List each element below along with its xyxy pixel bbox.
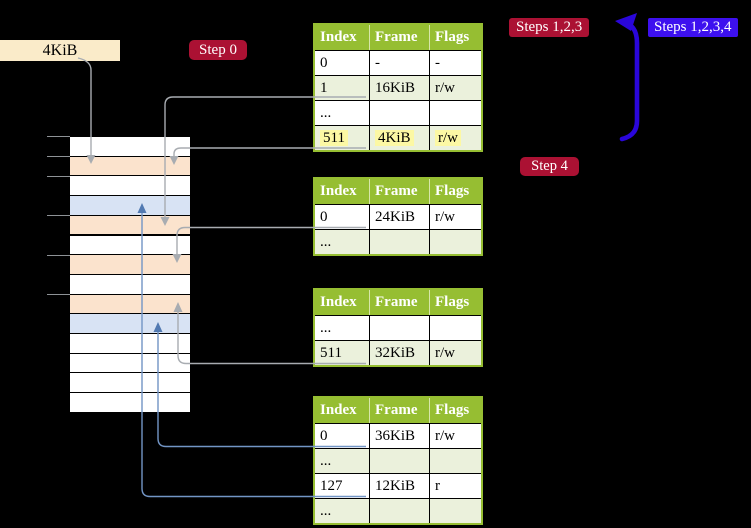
memory-frame-row bbox=[70, 196, 190, 215]
table-cell bbox=[369, 448, 429, 473]
table-cell bbox=[429, 229, 481, 254]
table-cell bbox=[369, 100, 429, 125]
memory-frame-row bbox=[70, 156, 190, 176]
column-header: Index bbox=[315, 290, 369, 315]
column-header: Index bbox=[315, 179, 369, 204]
table-cell: r bbox=[429, 473, 481, 498]
column-header: Flags bbox=[429, 25, 481, 50]
table-cell: 12KiB bbox=[369, 473, 429, 498]
memory-frame-row bbox=[70, 235, 190, 255]
table-cell: 0 bbox=[315, 423, 369, 448]
memory-tick bbox=[47, 156, 70, 157]
column-header: Frame bbox=[369, 290, 429, 315]
column-header: Index bbox=[315, 398, 369, 423]
table-cell: 36KiB bbox=[369, 423, 429, 448]
steps123-badge: Steps 1,2,3 bbox=[509, 18, 590, 37]
table-cell: - bbox=[429, 50, 481, 75]
table-cell bbox=[429, 498, 481, 523]
table-cell: 24KiB bbox=[369, 204, 429, 229]
step0-badge: Step 0 bbox=[189, 40, 247, 60]
table-cell: 0 bbox=[315, 50, 369, 75]
table-cell bbox=[369, 315, 429, 340]
table-cell: ... bbox=[315, 315, 369, 340]
memory-frame-row bbox=[70, 176, 190, 196]
table-cell-highlighted: 4KiB bbox=[369, 125, 429, 150]
memory-frame-row bbox=[70, 215, 190, 235]
column-header: Frame bbox=[369, 179, 429, 204]
memory-frame-row bbox=[70, 255, 190, 274]
step4-badge: Step 4 bbox=[520, 157, 579, 176]
table-cell bbox=[429, 315, 481, 340]
table-cell: ... bbox=[315, 448, 369, 473]
table-cell: - bbox=[369, 50, 429, 75]
memory-frame-row bbox=[70, 274, 190, 294]
page-table-top: Index Frame Flags 0 - - 1 16KiB r/w ... … bbox=[313, 23, 483, 152]
memory-frame-row bbox=[70, 353, 190, 373]
table-cell: r/w bbox=[429, 75, 481, 100]
memory-frame-row bbox=[70, 294, 190, 314]
column-header: Index bbox=[315, 25, 369, 50]
steps1234-badge: Steps 1,2,3,4 bbox=[648, 18, 738, 37]
table-cell: ... bbox=[315, 100, 369, 125]
memory-tick bbox=[47, 136, 70, 137]
table-cell: ... bbox=[315, 229, 369, 254]
table-cell: 127 bbox=[315, 473, 369, 498]
column-header: Flags bbox=[429, 290, 481, 315]
page-table-bottom: Index Frame Flags 0 36KiB r/w ... 127 12… bbox=[313, 396, 483, 525]
memory-tick bbox=[47, 215, 70, 216]
table-cell-highlighted: r/w bbox=[429, 125, 481, 150]
column-header: Flags bbox=[429, 179, 481, 204]
arrowhead-left-icon bbox=[615, 13, 637, 31]
memory-frame-row bbox=[70, 137, 190, 156]
table-cell-highlighted: 511 bbox=[315, 125, 369, 150]
table-cell: 16KiB bbox=[369, 75, 429, 100]
table-cell: r/w bbox=[429, 204, 481, 229]
table-cell: r/w bbox=[429, 423, 481, 448]
table-cell: 511 bbox=[315, 340, 369, 365]
table-cell: 0 bbox=[315, 204, 369, 229]
column-header: Flags bbox=[429, 398, 481, 423]
table-cell: r/w bbox=[429, 340, 481, 365]
memory-frame-row bbox=[70, 334, 190, 353]
memory-frame-row bbox=[70, 373, 190, 393]
table-cell: 32KiB bbox=[369, 340, 429, 365]
memory-tick bbox=[47, 255, 70, 256]
page-table-second: Index Frame Flags 0 24KiB r/w ... bbox=[313, 177, 483, 256]
table-cell: ... bbox=[315, 498, 369, 523]
memory-tick bbox=[47, 294, 70, 295]
page-table-third: Index Frame Flags ... 511 32KiB r/w bbox=[313, 288, 483, 367]
memory-frame-row bbox=[70, 314, 190, 333]
table-cell bbox=[429, 448, 481, 473]
table-cell bbox=[429, 100, 481, 125]
table-cell: 1 bbox=[315, 75, 369, 100]
table-cell bbox=[369, 229, 429, 254]
frame-size-label: 4KiB bbox=[0, 40, 120, 61]
column-header: Frame bbox=[369, 25, 429, 50]
memory-strip bbox=[70, 137, 190, 414]
memory-frame-row bbox=[70, 393, 190, 412]
steps-flow-arrow bbox=[619, 22, 640, 142]
table-cell bbox=[369, 498, 429, 523]
column-header: Frame bbox=[369, 398, 429, 423]
memory-tick bbox=[47, 176, 70, 177]
